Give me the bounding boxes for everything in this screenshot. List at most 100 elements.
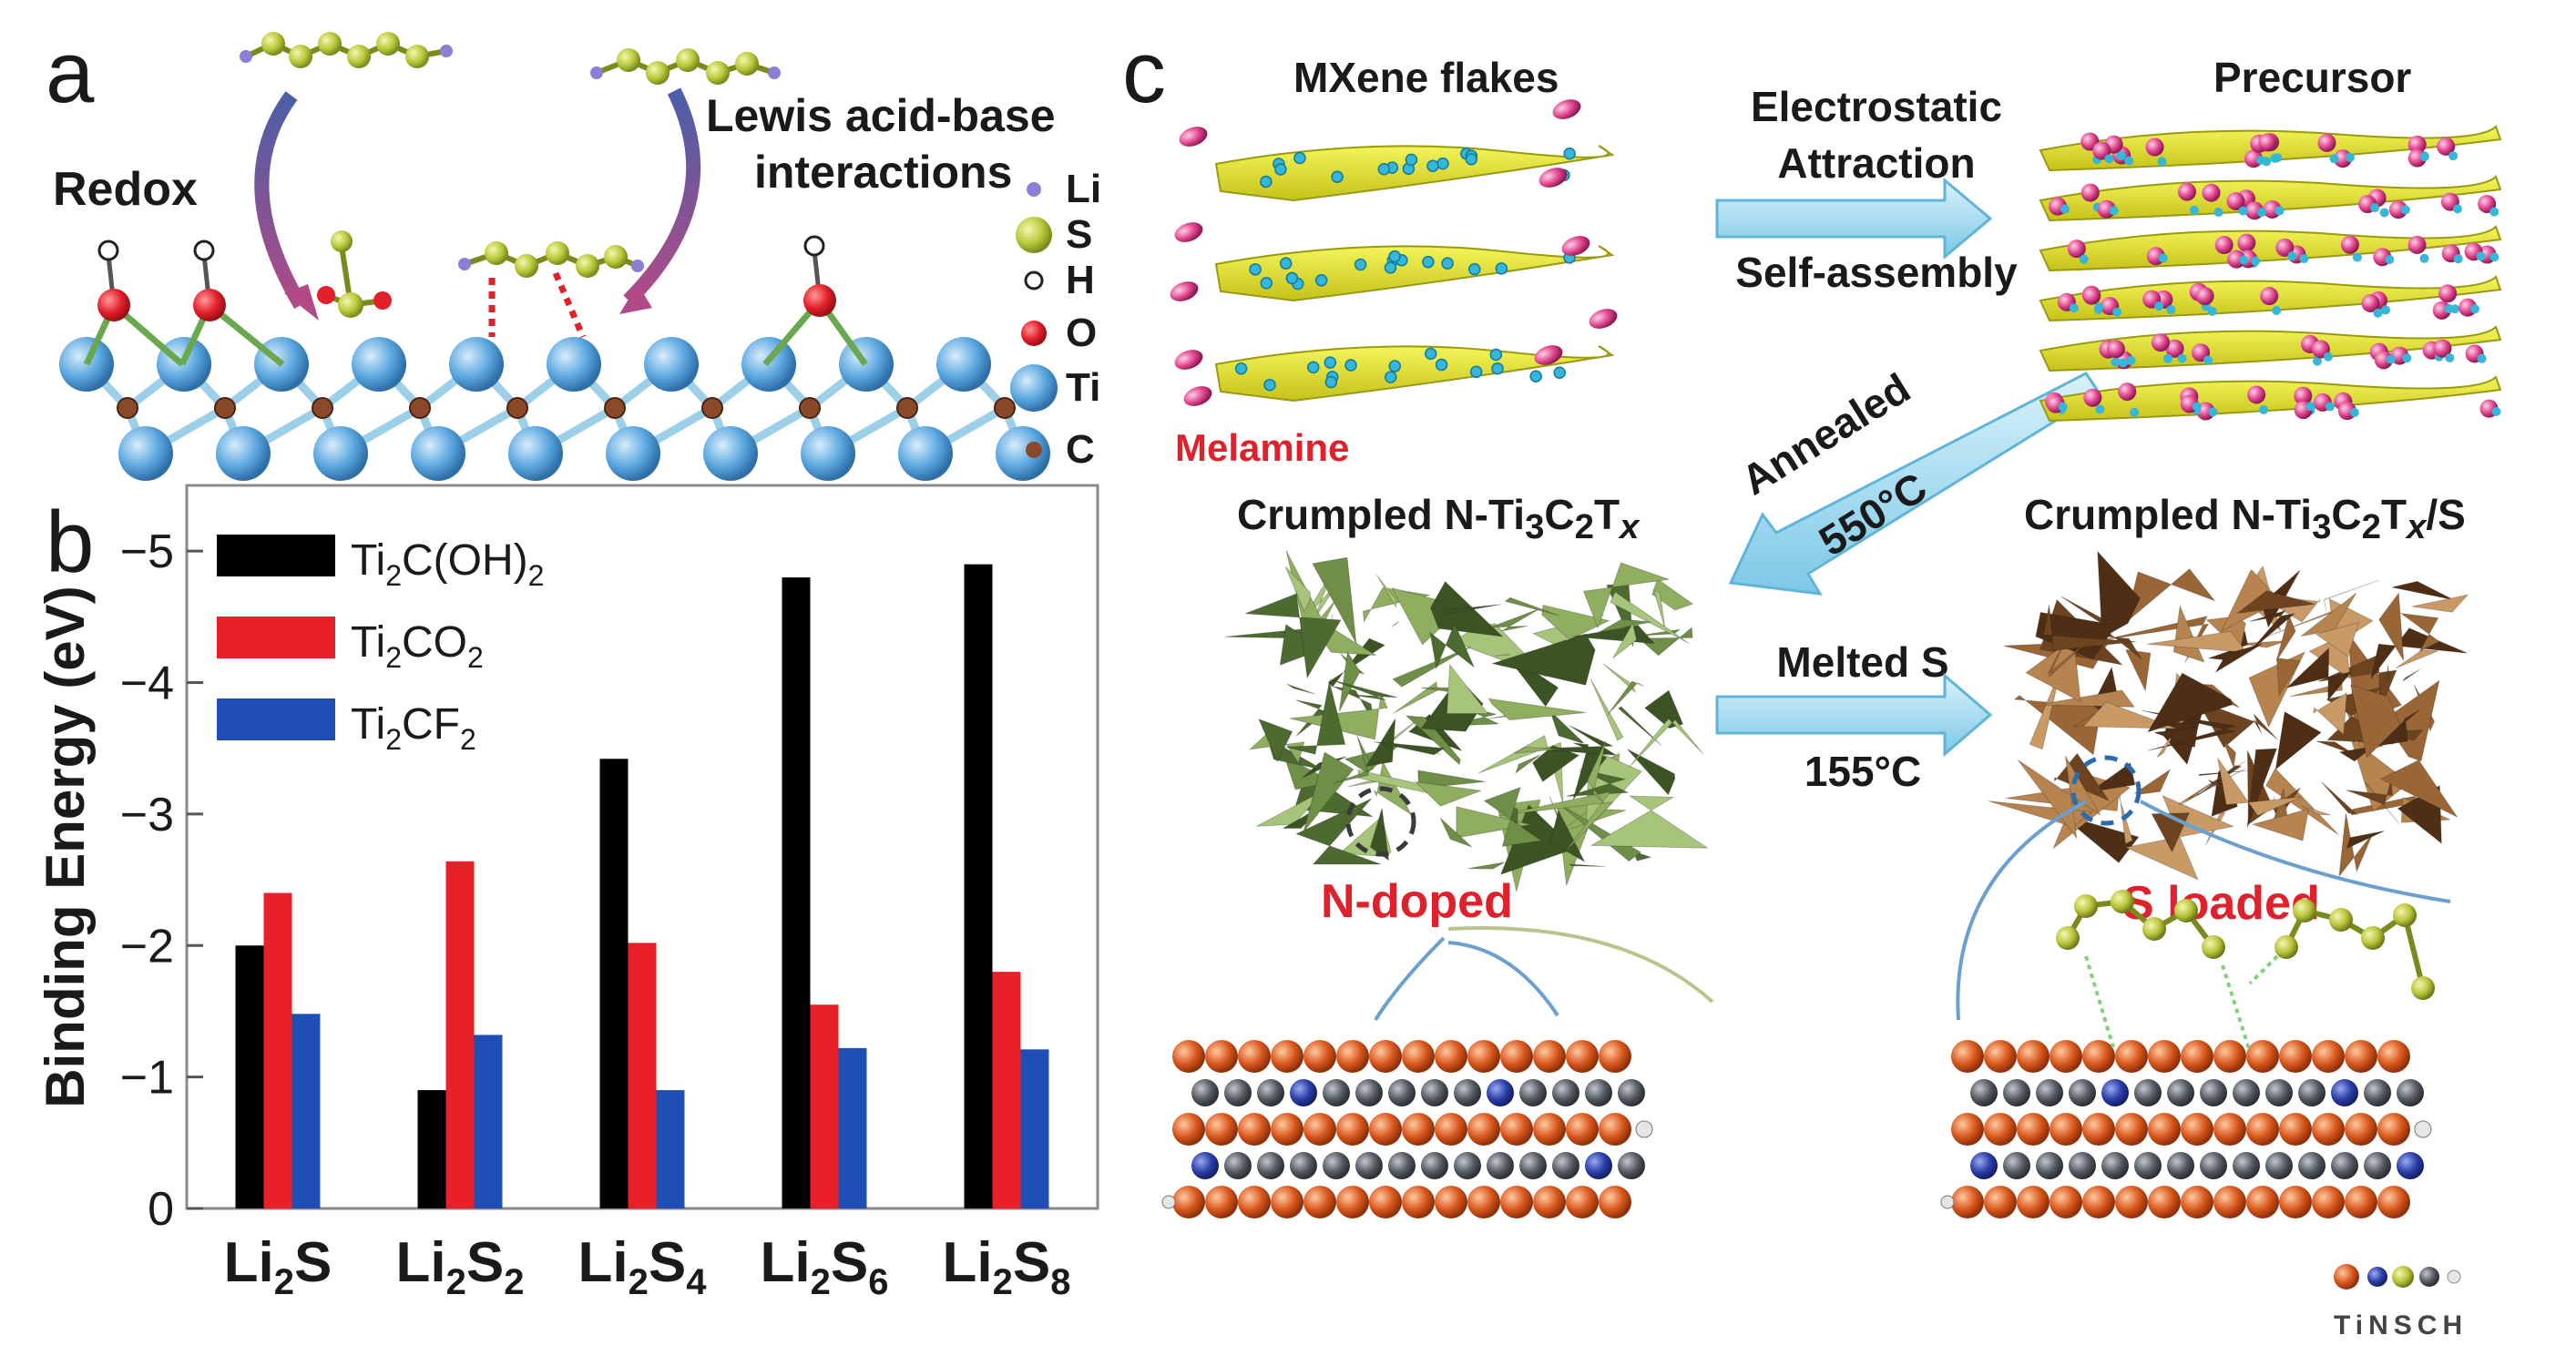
ti-atom: [1303, 1040, 1336, 1073]
crumpled-n-mxene-flake: [1456, 806, 1531, 839]
h-atom: [1635, 1120, 1653, 1138]
s-atom: [706, 61, 730, 85]
legend-atom-n: [2367, 1267, 2387, 1287]
crumpled-n-mxene-flake: [1490, 633, 1596, 686]
temp-550-label: 550°C: [1811, 463, 1935, 565]
atom-legend-label: TiNSCH: [2334, 1310, 2468, 1341]
crumpled-n-mxene-flake: [1557, 801, 1642, 862]
crumpled-mxene-s-flake: [2312, 691, 2347, 736]
surface-group: [2257, 208, 2267, 218]
mxene-flakes-label: MXene flakes: [1293, 54, 1559, 101]
crumpled-mxene-s-flake: [2379, 759, 2458, 819]
crumpled-n-mxene-flake: [1334, 735, 1375, 784]
o-atom: [803, 284, 836, 317]
crumpled-mxene-s-flake: [2364, 781, 2400, 825]
zoom-arrow: [1447, 941, 1559, 1017]
melamine-molecule: [1174, 222, 1203, 242]
ti-atom: [2050, 1040, 2082, 1073]
ti-atom: [1271, 1113, 1303, 1146]
ti-atom: [898, 426, 953, 481]
bar-3-1: [810, 1004, 839, 1208]
surface-group: [1279, 257, 1293, 270]
crumpled-n-mxene-flake: [1391, 620, 1400, 627]
c-atom: [1388, 1079, 1416, 1106]
li-atom: [458, 258, 471, 270]
surface-group: [2448, 151, 2458, 161]
c-atom: [1388, 1152, 1416, 1179]
s-atom: [338, 292, 363, 318]
surface-group: [2208, 407, 2218, 417]
surface-group: [2274, 206, 2285, 216]
crumpled-mxene-s-flake: [2285, 647, 2353, 702]
ti-atom: [2312, 1186, 2345, 1218]
legend-label-1: Ti2CO2: [351, 618, 484, 674]
melamine-molecule: [2214, 236, 2234, 255]
ti-atom: [1369, 1186, 1402, 1218]
crumpled-mxene-s-flake: [2411, 594, 2469, 613]
crumpled-mxene-s-flake: [2275, 613, 2296, 662]
surface-group: [1331, 170, 1344, 183]
y-tick-label: 0: [148, 1183, 174, 1236]
crumpled-n-mxene-flake: [1651, 578, 1694, 611]
c-atom: [1421, 1079, 1448, 1106]
h-atom: [2414, 1120, 2432, 1138]
bar-1-2: [474, 1035, 503, 1208]
melamine-molecule: [2118, 382, 2137, 402]
surface-group: [2272, 306, 2282, 316]
ti-atom: [1205, 1040, 1238, 1073]
surface-group: [2373, 308, 2383, 318]
crumpled-n-mxene-flake: [1599, 618, 1651, 633]
surface-group: [1388, 250, 1401, 263]
crumpled-n-mxene-flake: [1504, 596, 1559, 617]
crumpled-n-mxene-flake: [1582, 562, 1670, 629]
surface-group: [2452, 204, 2462, 214]
melamine-molecule: [2226, 191, 2245, 210]
ti-atom: [1566, 1040, 1599, 1073]
crumpled-n-mxene-flake: [1495, 653, 1511, 657]
surface-group: [2444, 304, 2454, 314]
surface-group: [2329, 154, 2339, 164]
ti-atom: [1599, 1113, 1631, 1146]
c-atom: [2036, 1079, 2063, 1106]
s-atom: [2329, 908, 2353, 932]
ti-atom: [2082, 1113, 2115, 1146]
ti-atom: [2082, 1186, 2115, 1218]
bar-2-2: [656, 1090, 685, 1208]
c-atom: [1618, 1152, 1645, 1179]
n-atom: [2331, 1079, 2358, 1106]
crumpled-n-mxene-flake: [1375, 574, 1397, 608]
crumpled-mxene-s-flake: [2350, 684, 2401, 759]
ti-atom: [1303, 1113, 1336, 1146]
bar-0-1: [263, 892, 292, 1208]
crumpled-mxene-s-flake: [2399, 709, 2420, 728]
surface-group: [2058, 402, 2068, 412]
ti-atom: [508, 426, 563, 481]
panel-a-letter: a: [46, 24, 95, 121]
ti-atom: [2213, 1040, 2246, 1073]
interaction-dash: [552, 271, 587, 339]
surface-group: [1234, 362, 1248, 375]
precursor-label: Precursor: [2213, 54, 2412, 101]
ti-atom: [2017, 1113, 2050, 1146]
s-atom: [2293, 899, 2316, 923]
ti-atom: [1467, 1113, 1500, 1146]
ti-atom: [2246, 1186, 2279, 1218]
crumpled-mxene-s-flake: [2220, 569, 2282, 633]
n-atom: [1585, 1152, 1612, 1179]
ti-atom: [2115, 1113, 2148, 1146]
crumpled-n-mxene-flake: [1329, 678, 1398, 701]
c-atom: [1257, 1079, 1284, 1106]
y-tick-label: −1: [120, 1052, 174, 1105]
c-atom: [2134, 1079, 2162, 1106]
ti-atom: [2181, 1186, 2213, 1218]
crumpled-mxene-s-flake: [2147, 672, 2234, 733]
crumpled-n-mxene-flake: [1417, 770, 1486, 790]
ti-atom: [2312, 1040, 2345, 1073]
legend-label-h: H: [1066, 258, 1095, 302]
ti-atom: [2377, 1040, 2410, 1073]
surface-group: [2445, 352, 2455, 362]
surface-group: [1354, 258, 1367, 271]
legend-label-o: O: [1066, 311, 1097, 355]
s-atom: [576, 254, 599, 278]
crumpled-n-mxene-flake: [1446, 663, 1489, 715]
